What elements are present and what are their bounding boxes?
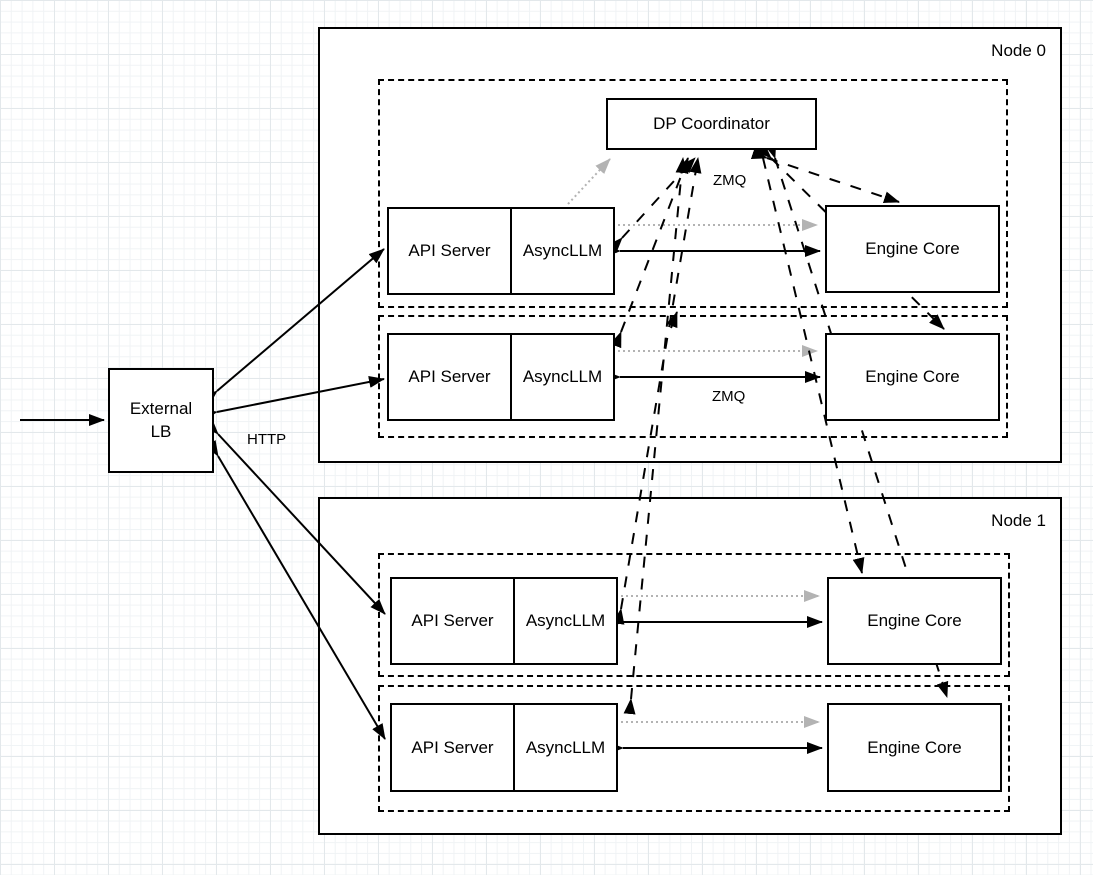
api-server-box: API Server xyxy=(392,579,515,663)
external-lb-label-line2: LB xyxy=(150,421,172,441)
engine-core-label: Engine Core xyxy=(867,737,962,757)
external-lb-label-line1: External xyxy=(129,398,193,418)
arrow-lb-api-node0-row0 xyxy=(201,248,385,406)
api-asyncllm-pair-node0-row0: API Server AsyncLLM xyxy=(387,207,615,295)
api-asyncllm-pair-node1-row0: API Server AsyncLLM xyxy=(390,577,618,665)
engine-core-label: Engine Core xyxy=(865,239,960,258)
engine-core-box-node0-row1: Engine Core xyxy=(825,333,1000,421)
engine-core-box-node0-row0: Engine Core xyxy=(825,205,1000,293)
dp-coordinator-box: DP Coordinator xyxy=(606,98,817,150)
dashed-coordinator-asyncllm-node0-row1 xyxy=(610,157,689,349)
api-server-box: API Server xyxy=(389,335,512,419)
zmq-label-coordinator: ZMQ xyxy=(713,172,747,189)
asyncllm-box: AsyncLLM xyxy=(525,611,606,630)
dp-coordinator-label: DP Coordinator xyxy=(653,114,770,133)
dotted-asyncllm-to-coordinator xyxy=(567,158,611,205)
dashed-boundary-arrowhead xyxy=(666,311,678,329)
asyncllm-box: AsyncLLM xyxy=(522,241,603,260)
node1-replica-group-1 xyxy=(378,685,1010,812)
api-asyncllm-pair-node1-row1: API Server AsyncLLM xyxy=(390,703,618,792)
arrow-lb-api-node1-row0 xyxy=(203,418,386,615)
dashed-coordinator-engine-node0-row0 xyxy=(750,147,900,203)
dashed-coordinator-asyncllm-node1-row1 xyxy=(623,157,688,715)
api-server-box: API Server xyxy=(392,705,515,790)
arrow-lb-api-node1-row1 xyxy=(205,440,386,740)
api-server-box: API Server xyxy=(389,209,512,293)
http-label: HTTP xyxy=(247,431,287,448)
engine-core-box-node1-row0: Engine Core xyxy=(827,577,1002,665)
engine-core-label: Engine Core xyxy=(867,611,962,630)
node-0-label: Node 0 xyxy=(991,41,1046,60)
engine-core-box-node1-row1: Engine Core xyxy=(827,703,1002,792)
api-asyncllm-pair-node0-row1: API Server AsyncLLM xyxy=(387,333,615,421)
node-1-label: Node 1 xyxy=(991,511,1046,530)
zmq-label-engine: ZMQ xyxy=(712,388,746,405)
external-lb-box: External LB xyxy=(108,368,214,473)
arrow-lb-api-node0-row1 xyxy=(201,376,385,421)
engine-core-label: Engine Core xyxy=(865,367,960,386)
asyncllm-box: AsyncLLM xyxy=(525,737,606,757)
asyncllm-box: AsyncLLM xyxy=(522,367,603,386)
